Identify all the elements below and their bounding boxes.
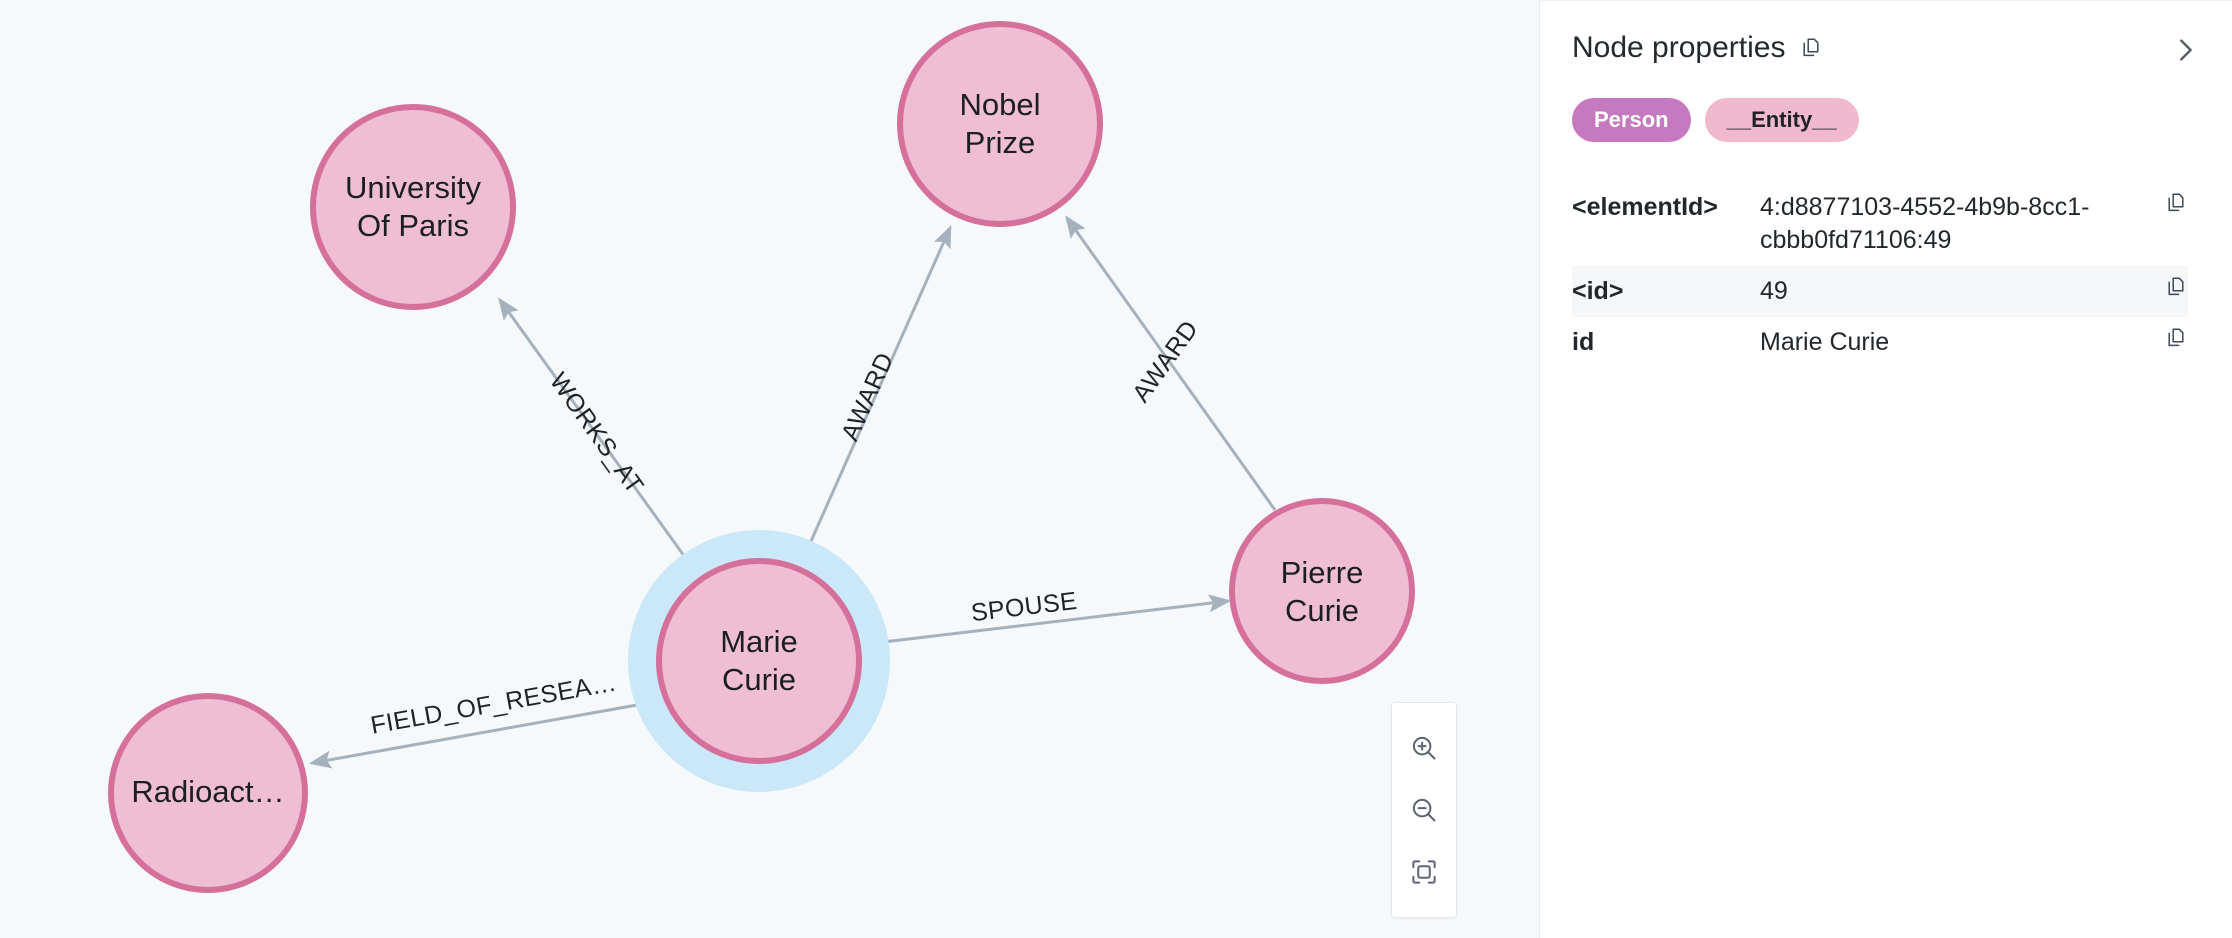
copy-all-properties-button[interactable]	[1799, 36, 1823, 60]
graph-node-university-of-paris[interactable]: University Of Paris	[310, 104, 516, 310]
panel-header: Node properties	[1572, 31, 2188, 64]
table-row: <id> 49	[1572, 265, 2188, 317]
graph-node-pierre-curie[interactable]: Pierre Curie	[1229, 498, 1415, 684]
property-key: id	[1572, 327, 1595, 356]
edge-works-at[interactable]: WORKS_AT	[498, 297, 702, 579]
node-label-line1: Marie	[720, 624, 798, 659]
table-row: <elementId> 4:d8877103-4552-4b9b-8cc1-cb…	[1572, 182, 2188, 266]
copy-icon	[2168, 192, 2184, 211]
zoom-out-button[interactable]	[1391, 779, 1457, 841]
chevron-right-icon	[2180, 39, 2192, 61]
node-label-line2: Curie	[1285, 593, 1359, 628]
node-label-line2: Prize	[965, 125, 1036, 160]
edge-award-pierre[interactable]: AWARD	[1065, 215, 1277, 511]
edge-label-works-at: WORKS_AT	[544, 368, 649, 500]
zoom-in-button[interactable]	[1391, 717, 1457, 779]
zoom-controls	[1391, 702, 1457, 918]
copy-icon	[2168, 327, 2184, 346]
edge-spouse[interactable]: SPOUSE	[857, 587, 1232, 647]
property-value: 4:d8877103-4552-4b9b-8cc1-cbbb0fd71106:4…	[1760, 192, 2090, 254]
graph-svg[interactable]: WORKS_AT AWARD AWARD SPOUSE FIELD_OF_RES…	[0, 0, 1540, 938]
node-properties-panel: Node properties Person __Entity__ <eleme…	[1540, 0, 2232, 938]
node-labels: Person __Entity__	[1572, 98, 2188, 142]
property-key: <elementId>	[1572, 192, 1718, 221]
label-chip-entity[interactable]: __Entity__	[1704, 98, 1859, 142]
node-label-line2: Curie	[722, 662, 796, 697]
property-key: <id>	[1572, 276, 1624, 305]
edge-label-award-marie: AWARD	[836, 348, 899, 445]
node-label-line1: Nobel	[960, 87, 1041, 122]
node-label-line2: Of Paris	[357, 208, 469, 243]
fit-to-screen-button[interactable]	[1391, 841, 1457, 903]
properties-table: <elementId> 4:d8877103-4552-4b9b-8cc1-cb…	[1572, 182, 2188, 368]
node-label-line1: University	[345, 170, 482, 205]
label-chip-person[interactable]: Person	[1572, 98, 1691, 142]
copy-icon	[1803, 37, 1820, 56]
zoom-in-icon	[1412, 736, 1436, 760]
copy-value-button[interactable]	[2164, 326, 2188, 350]
graph-node-marie-curie[interactable]: Marie Curie	[628, 530, 890, 792]
node-label-line1: Radioact…	[131, 774, 284, 809]
copy-value-button[interactable]	[2164, 275, 2188, 299]
copy-icon	[2168, 276, 2184, 295]
copy-value-button[interactable]	[2164, 191, 2188, 215]
table-row: id Marie Curie	[1572, 317, 2188, 368]
edge-field-of-research[interactable]: FIELD_OF_RESEA…	[308, 668, 666, 769]
property-value: Marie Curie	[1760, 327, 1890, 356]
edge-label-field-of-research: FIELD_OF_RESEA…	[369, 668, 619, 739]
fit-to-screen-icon	[1412, 860, 1436, 884]
zoom-out-icon	[1412, 798, 1436, 822]
graph-canvas[interactable]: WORKS_AT AWARD AWARD SPOUSE FIELD_OF_RES…	[0, 0, 1540, 938]
page-title: Node properties	[1572, 31, 1786, 64]
graph-node-radioactivity[interactable]: Radioact…	[108, 693, 308, 893]
graph-node-nobel-prize[interactable]: Nobel Prize	[897, 21, 1103, 227]
collapse-panel-button[interactable]	[2162, 27, 2208, 73]
property-value: 49	[1760, 276, 1788, 305]
node-label-line1: Pierre	[1281, 555, 1364, 590]
edge-award-marie[interactable]: AWARD	[798, 224, 952, 567]
